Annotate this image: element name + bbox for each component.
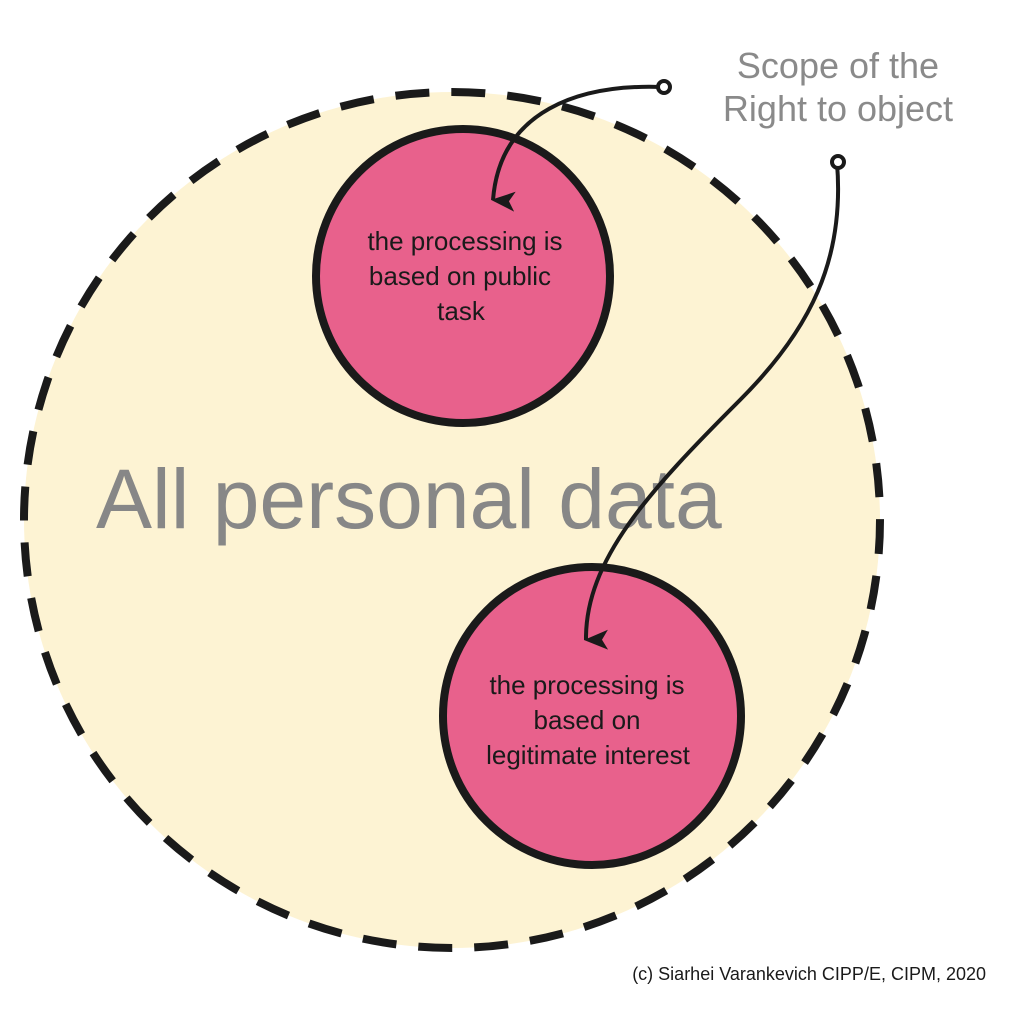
copyright-credit: (c) Siarhei Varankevich CIPP/E, CIPM, 20… bbox=[632, 964, 986, 984]
public-task-text: the processing is based on public task bbox=[367, 226, 562, 326]
arrow-origin-dot-bottom bbox=[830, 154, 846, 170]
legitimate-interest-line-2: based on bbox=[534, 705, 641, 735]
legitimate-interest-line-1: the processing is bbox=[489, 670, 684, 700]
scope-label-line-1: Scope of the bbox=[737, 45, 939, 86]
legitimate-interest-line-3: legitimate interest bbox=[486, 740, 691, 770]
public-task-circle bbox=[312, 125, 614, 427]
scope-label-line-2: Right to object bbox=[723, 88, 953, 129]
legitimate-interest-circle bbox=[439, 563, 745, 869]
arrow-origin-dot-top bbox=[656, 79, 672, 95]
public-task-line-3: task bbox=[437, 296, 486, 326]
legitimate-interest-text: the processing is based on legitimate in… bbox=[486, 670, 691, 770]
arrow-to-legitimate-interest bbox=[583, 162, 841, 650]
public-task-line-2: based on public bbox=[369, 261, 551, 291]
public-task-line-1: the processing is bbox=[367, 226, 562, 256]
all-personal-data-label: All personal data bbox=[96, 452, 722, 546]
arrow-to-public-task bbox=[491, 84, 663, 212]
scope-of-right-to-object-label: Scope of the Right to object bbox=[723, 45, 953, 129]
